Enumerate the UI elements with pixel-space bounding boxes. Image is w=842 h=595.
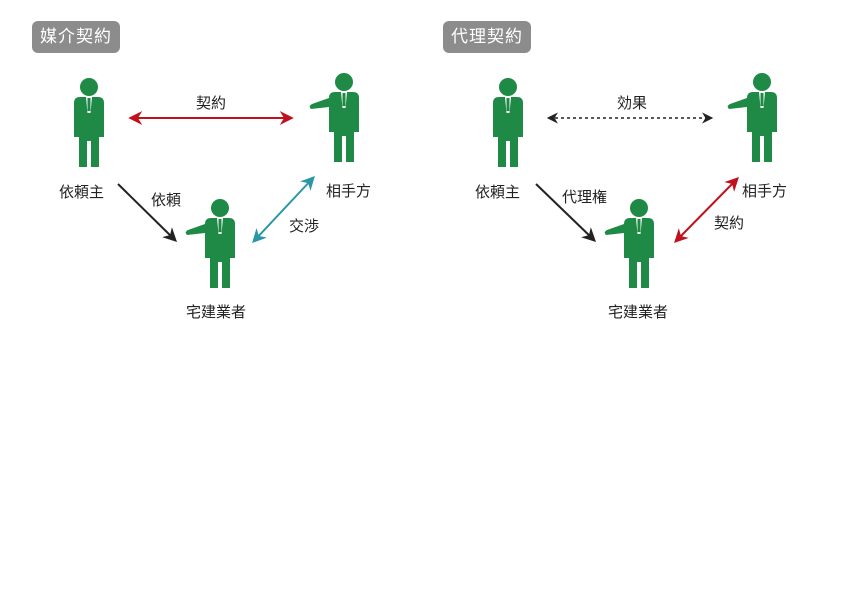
edge-label-broker-counterparty: 交渉: [289, 217, 320, 235]
broker-person-icon: [604, 199, 654, 288]
panel-title: 代理契約: [443, 21, 531, 53]
diagram-graphics: [74, 73, 359, 288]
node-label-counterparty: 相手方: [326, 182, 372, 200]
client-person-icon: [74, 78, 104, 167]
edge-label-top: 契約: [196, 94, 227, 112]
request-arrow: [117, 183, 177, 242]
edge-label-broker-counterparty: 契約: [714, 214, 745, 232]
edge-label-top: 効果: [617, 94, 648, 112]
node-label-client: 依頼主: [475, 183, 521, 201]
edge-label-client-broker: 代理権: [562, 188, 608, 206]
agency-contract-panel: 代理契約 効果 代理権 契約 依頼主 相手方 宅建業者: [421, 0, 842, 340]
node-label-counterparty: 相手方: [742, 182, 788, 200]
negotiation-arrow: [252, 175, 315, 244]
node-label-broker: 宅建業者: [608, 303, 669, 321]
panel-title: 媒介契約: [32, 21, 120, 53]
diagram-graphics: [493, 73, 777, 288]
counterparty-person-icon: [309, 73, 359, 162]
client-person-icon: [493, 78, 523, 167]
authority-arrow: [535, 183, 597, 242]
node-label-client: 依頼主: [59, 183, 105, 201]
node-label-broker: 宅建業者: [186, 303, 247, 321]
edge-label-client-broker: 依頼: [151, 191, 182, 209]
contract-arrow: [674, 177, 739, 243]
broker-person-icon: [185, 199, 235, 288]
counterparty-person-icon: [727, 73, 777, 162]
brokerage-contract-panel: 媒介契約: [0, 0, 421, 340]
